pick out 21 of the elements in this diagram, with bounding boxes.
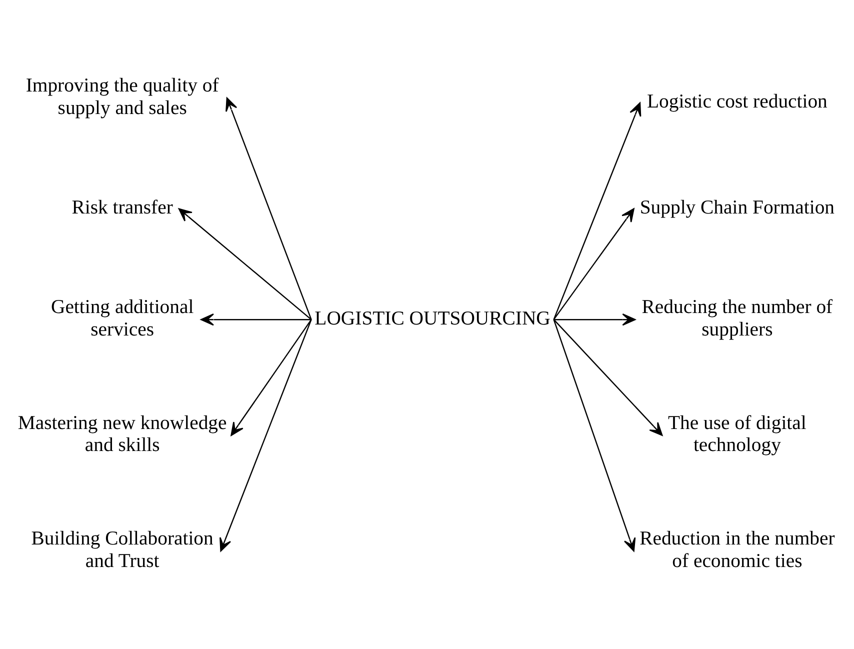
node-text: The use of digital technology	[668, 412, 806, 456]
arrow	[553, 319, 663, 436]
arrow	[226, 97, 312, 320]
arrow	[230, 319, 312, 436]
arrow	[553, 319, 636, 552]
node-text: Improving the quality of supply and sales	[26, 74, 219, 119]
arrow	[554, 313, 636, 326]
node-text: Reducing the number of suppliers	[642, 296, 833, 340]
node-text: Supply Chain Formation	[640, 196, 835, 218]
node-text: Mastering new knowledge and skills	[18, 412, 227, 456]
node-text: Reduction in the number of economic ties	[640, 528, 835, 572]
node-text: Logistic cost reduction	[646, 90, 828, 113]
arrow	[178, 208, 312, 320]
arrow	[553, 102, 642, 320]
arrow	[220, 319, 312, 552]
arrow	[553, 208, 634, 320]
node-text: Building Collaboration and Trust	[31, 528, 214, 572]
node-text: Risk transfer	[72, 196, 173, 218]
arrow	[200, 313, 312, 326]
node-text: LOGISTIC OUTSOURCING	[314, 307, 550, 330]
node-text: Getting additional services	[50, 296, 194, 340]
